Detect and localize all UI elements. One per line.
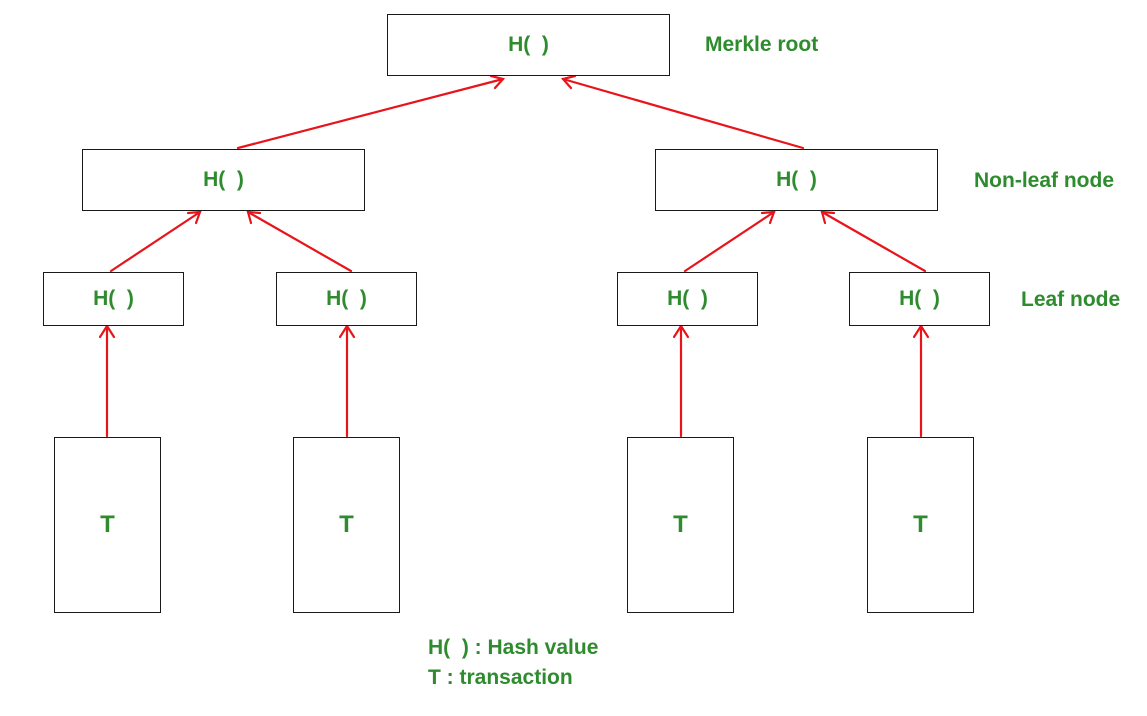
nonleaf-node-left: H( ) (82, 149, 365, 211)
transaction-2-label: T (339, 511, 354, 538)
leaf-4-hash: H( ) (899, 287, 940, 310)
arrowhead (338, 323, 356, 339)
arrow-leaf-4-to-nonleaf-right (820, 210, 927, 273)
nonleaf-right-hash: H( ) (776, 168, 817, 191)
leaf-1-hash: H( ) (93, 287, 134, 310)
arrow-leaf-3-to-nonleaf-right (683, 210, 776, 273)
legend: H( ) : Hash value T : transaction (428, 633, 598, 693)
transaction-box-2: T (293, 437, 400, 613)
arrowhead (912, 323, 930, 339)
leaf-2-hash: H( ) (326, 287, 367, 310)
arrowhead (560, 74, 577, 90)
transaction-3-label: T (673, 511, 688, 538)
transaction-1-label: T (100, 511, 115, 538)
transaction-box-3: T (627, 437, 734, 613)
arrow-nonleaf-right-to-root (561, 77, 805, 150)
nonleaf-node-label: Non-leaf node (974, 169, 1114, 192)
transaction-box-1: T (54, 437, 161, 613)
nonleaf-left-hash: H( ) (203, 168, 244, 191)
leaf-node-label: Leaf node (1021, 288, 1121, 311)
arrowhead (820, 210, 836, 225)
arrowhead (246, 210, 262, 225)
arrowhead (98, 323, 116, 339)
legend-hash-value: H( ) : Hash value (428, 636, 599, 659)
leaf-node-2: H( ) (276, 272, 417, 326)
transaction-4-label: T (913, 511, 928, 538)
leaf-node-1: H( ) (43, 272, 184, 326)
arrowhead (672, 323, 690, 339)
arrowhead (760, 210, 776, 225)
nonleaf-node-right: H( ) (655, 149, 938, 211)
merkle-root-label: Merkle root (705, 33, 819, 56)
merkle-root-hash: H( ) (508, 33, 549, 56)
leaf-node-3: H( ) (617, 272, 758, 326)
merkle-root-node: H( ) (387, 14, 670, 76)
arrow-nonleaf-left-to-root (236, 77, 505, 150)
arrowhead (186, 210, 202, 225)
arrow-leaf-1-to-nonleaf-left (109, 210, 202, 273)
arrowhead (489, 74, 506, 90)
legend-transaction: T : transaction (428, 666, 573, 689)
leaf-node-4: H( ) (849, 272, 990, 326)
leaf-3-hash: H( ) (667, 287, 708, 310)
transaction-box-4: T (867, 437, 974, 613)
arrow-leaf-2-to-nonleaf-left (246, 210, 353, 273)
